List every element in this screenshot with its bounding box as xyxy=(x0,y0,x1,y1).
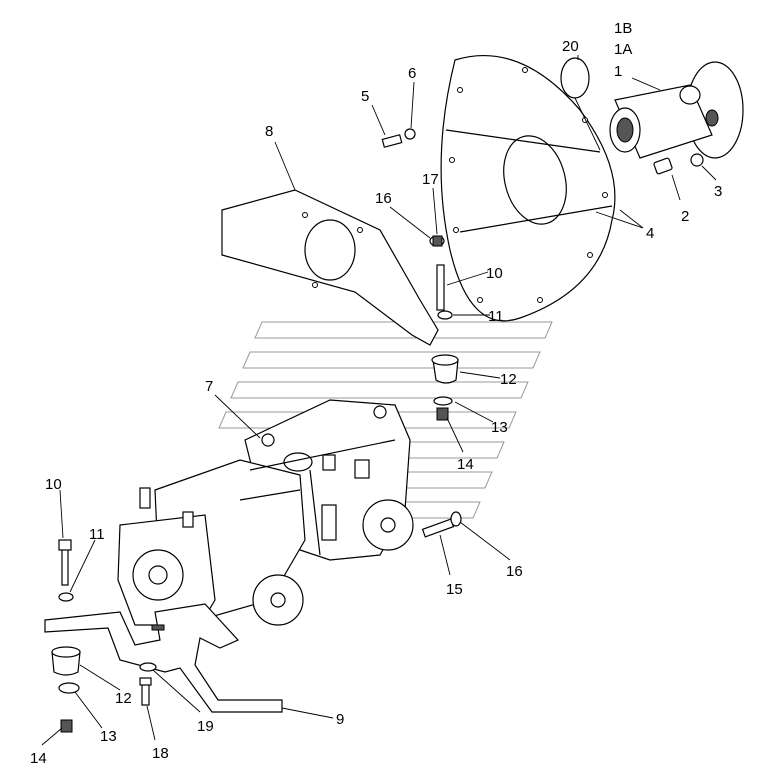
callout-1b: 1B xyxy=(614,20,632,37)
flywheel-adapter-plate xyxy=(440,54,616,322)
watermark-logo xyxy=(218,321,553,519)
callout-1a: 1A xyxy=(614,41,632,58)
callout-11: 11 xyxy=(488,308,504,325)
hydraulic-pump-assembly xyxy=(117,399,414,626)
leader-lines xyxy=(41,55,717,746)
callout-9: 9 xyxy=(336,711,344,728)
callout-14-lower: 14 xyxy=(30,750,47,767)
callout-2: 2 xyxy=(681,208,689,225)
callout-6: 6 xyxy=(408,65,416,82)
callout-12: 12 xyxy=(500,371,517,388)
callout-16: 16 xyxy=(375,190,392,207)
callout-3: 3 xyxy=(714,183,722,200)
callout-11-lower: 11 xyxy=(89,526,105,543)
callout-1: 1 xyxy=(614,63,622,80)
callout-15: 15 xyxy=(446,581,463,598)
hardware-top xyxy=(381,128,459,421)
callout-13: 13 xyxy=(491,419,508,436)
callout-20: 20 xyxy=(562,38,579,55)
callout-5: 5 xyxy=(361,88,369,105)
callout-10-lower: 10 xyxy=(45,476,62,493)
callout-4: 4 xyxy=(646,225,654,242)
lower-support-bracket xyxy=(44,603,283,733)
drive-coupling xyxy=(560,57,744,175)
callout-14: 14 xyxy=(457,456,474,473)
callout-10: 10 xyxy=(486,265,503,282)
callout-16-lower: 16 xyxy=(506,563,523,580)
pump-mounting-bracket xyxy=(221,189,439,346)
callout-13-lower: 13 xyxy=(100,728,117,745)
callout-7: 7 xyxy=(205,378,213,395)
callout-12-lower: 12 xyxy=(115,690,132,707)
callout-18: 18 xyxy=(152,745,169,762)
callout-17: 17 xyxy=(422,171,439,188)
callout-19: 19 xyxy=(197,718,214,735)
callout-8: 8 xyxy=(265,123,273,140)
hardware-side xyxy=(58,511,462,602)
callout-labels: 1B 1A 1 20 5 6 8 17 16 2 3 4 10 11 12 13… xyxy=(30,20,722,767)
